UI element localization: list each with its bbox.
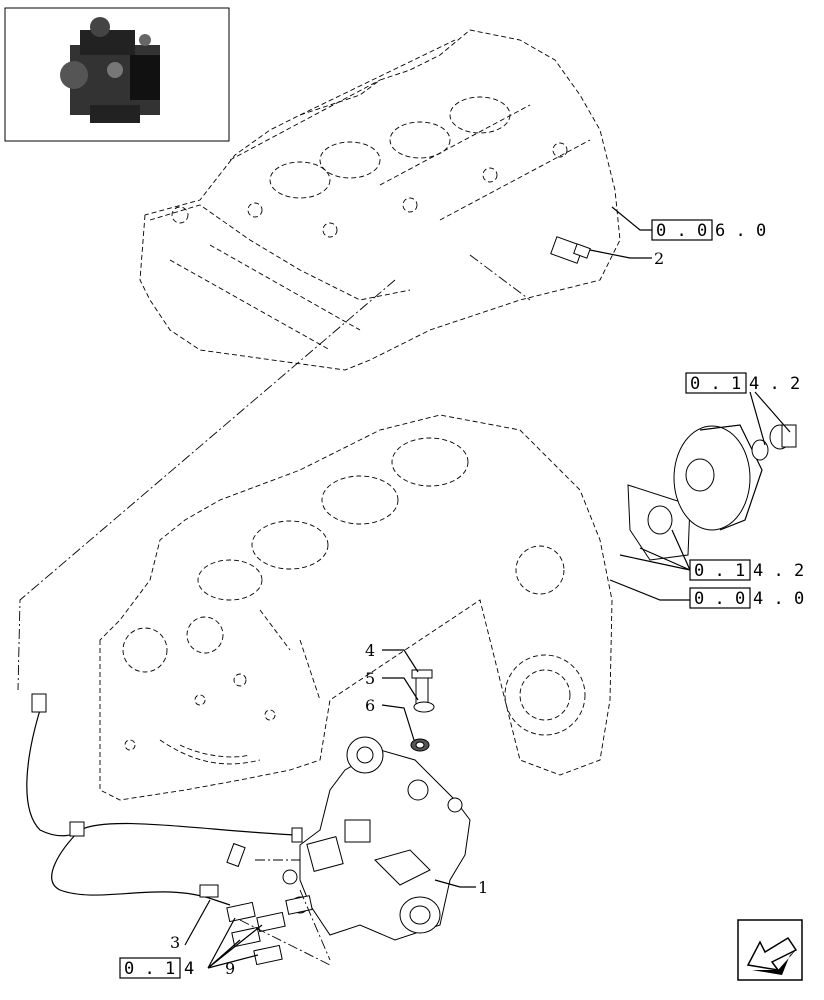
leader-ref-004 (609, 579, 690, 601)
svg-text:0 . 0: 0 . 0 (656, 221, 707, 241)
banjo-bolt-parts (410, 669, 435, 752)
ref-label-0142-top[interactable]: 0 . 1 4 . 2 (685, 372, 800, 394)
ref-label-004[interactable]: 0 . 0 4 . 0 (689, 587, 804, 609)
leader-4 (382, 649, 419, 673)
callout-5[interactable]: 5 (365, 669, 375, 688)
leader-ref-006 (611, 206, 652, 231)
assembly-line-pump (239, 859, 331, 966)
engine-block-drawing (99, 414, 613, 801)
svg-text:0 . 1: 0 . 1 (694, 561, 745, 581)
engine-thumbnail-icon[interactable] (4, 7, 230, 142)
leader-3 (184, 899, 211, 946)
callout-2[interactable]: 2 (654, 249, 664, 268)
leader-1 (434, 879, 476, 888)
ref-label-0142-mid[interactable]: 0 . 1 4 . 2 (689, 559, 804, 581)
svg-text:0 . 0: 0 . 0 (694, 589, 745, 609)
fittings-part-9 (226, 895, 313, 966)
assembly-line-left (17, 279, 396, 691)
svg-text:0 . 1: 0 . 1 (124, 959, 175, 979)
svg-text:4 . 2: 4 . 2 (749, 374, 800, 394)
ref-label-014-bottom[interactable]: 0 . 1 4 (119, 957, 194, 979)
callout-1[interactable]: 1 (478, 878, 488, 897)
callout-9[interactable]: 9 (225, 959, 235, 978)
callout-3[interactable]: 3 (170, 933, 180, 952)
leader-2 (589, 249, 652, 259)
svg-text:4 . 0: 4 . 0 (753, 589, 804, 609)
svg-text:4: 4 (184, 959, 194, 979)
ref-label-006[interactable]: 0 . 0 6 . 0 (651, 219, 766, 241)
wiring-harness (26, 693, 303, 906)
svg-text:0 . 1: 0 . 1 (690, 374, 741, 394)
callout-6[interactable]: 6 (365, 696, 375, 715)
injection-pump-drawing (282, 736, 471, 941)
leader-5 (382, 677, 419, 701)
rear-cover-assembly (627, 424, 797, 561)
leader-6 (381, 704, 415, 741)
svg-text:6 . 0: 6 . 0 (715, 221, 766, 241)
leader-ref-014-bottom (207, 917, 263, 969)
leader-ref-0142-top (749, 391, 791, 446)
sensor-part-2 (550, 236, 591, 264)
leader-ref-0142-mid (619, 529, 691, 571)
svg-text:4 . 2: 4 . 2 (753, 561, 804, 581)
callout-4[interactable]: 4 (365, 641, 375, 660)
cylinder-head-drawing (139, 29, 621, 371)
arrow-back-icon[interactable] (737, 919, 803, 981)
assembly-line-right (469, 254, 531, 301)
